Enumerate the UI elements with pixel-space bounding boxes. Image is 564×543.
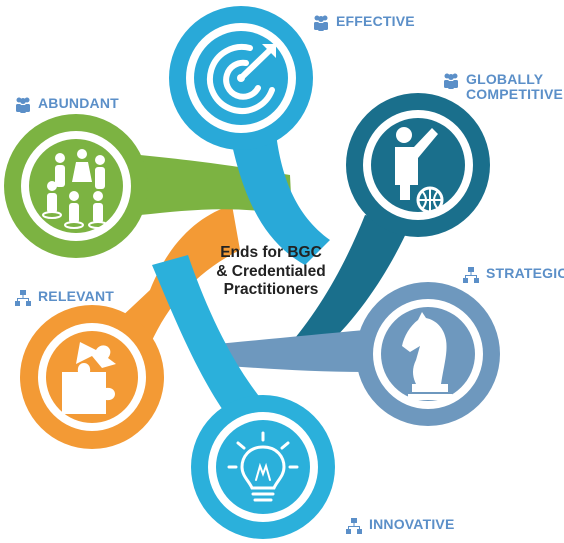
people-icon [14,96,32,114]
label-relevant: RELEVANT [14,289,114,307]
center-title-line-2: & Credentialed [216,262,326,280]
label-abundant: ABUNDANT [14,96,119,114]
chess-knight-icon [402,312,452,400]
org-chart-icon [462,266,480,284]
center-title: Ends for BGC & Credentialed Practitioner… [196,244,346,300]
target-arrow-icon [207,43,276,114]
label-abundant-text: ABUNDANT [38,95,119,111]
people-icon [312,14,330,32]
label-globally-text: GLOBALLY [466,71,544,87]
center-title-line-1: Ends for BGC [220,244,322,261]
label-competitive-text: COMPETITIVE [466,85,564,102]
org-chart-icon [14,289,32,307]
petal-innovative [152,255,335,539]
puzzle-icon [62,342,116,414]
label-globally-competitive: GLOBALLY COMPETITIVE [442,72,563,101]
label-strategic: STRATEGIC [462,266,564,284]
label-innovative-text: INNOVATIVE [369,516,455,532]
people-icon [442,72,460,90]
label-strategic-text: STRATEGIC [486,265,564,281]
label-relevant-text: RELEVANT [38,288,115,304]
group-people-icon [42,149,108,229]
center-title-line-3: Practitioners [223,281,319,299]
label-effective: EFFECTIVE [312,14,415,32]
label-innovative: INNOVATIVE [345,517,455,535]
label-effective-text: EFFECTIVE [336,13,415,29]
lightbulb-icon [227,431,299,502]
org-chart-icon [345,517,363,535]
person-globe-icon [395,127,444,214]
